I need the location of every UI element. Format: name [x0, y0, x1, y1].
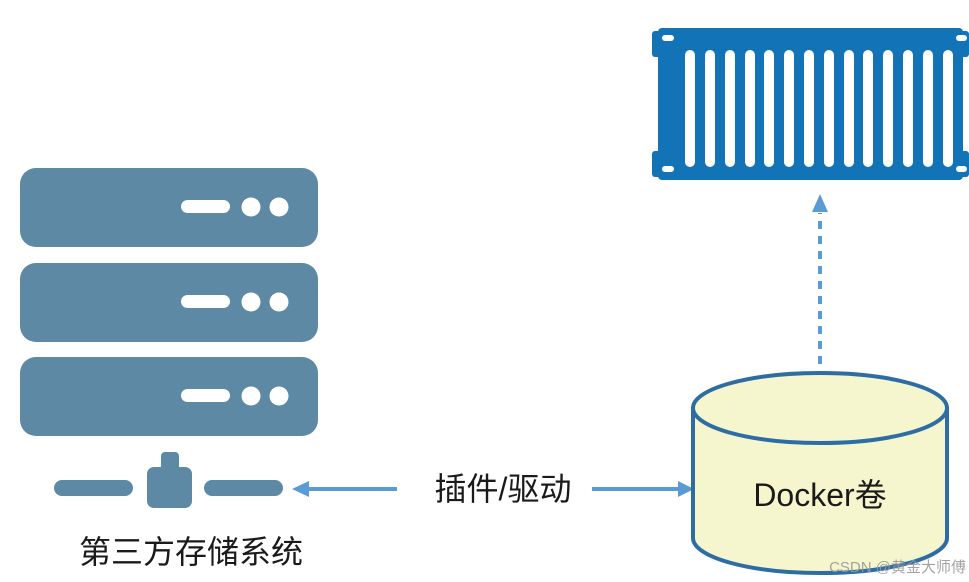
plugin-driver-label: 插件/驱动 [435, 471, 572, 507]
server-led [241, 292, 261, 312]
container-slat [923, 50, 933, 167]
container-slat [824, 50, 834, 167]
server-bar [20, 357, 318, 436]
container-slat [903, 50, 913, 167]
container-slat [863, 50, 873, 167]
cylinder-body [691, 406, 949, 575]
container-corner-hole [662, 166, 674, 172]
server-led [269, 292, 289, 312]
container-slat [784, 50, 794, 167]
arrowhead-left [292, 481, 309, 497]
server-led [241, 197, 261, 217]
container-slat [804, 50, 814, 167]
server-bar [20, 263, 318, 342]
server-slot-light [181, 200, 230, 213]
server-bar [20, 168, 318, 247]
container-slat [685, 50, 695, 167]
database-cylinder-icon: Docker卷 [691, 371, 949, 575]
docker-volume-label: Docker卷 [753, 477, 886, 513]
arrowhead-right [678, 481, 694, 497]
container-corner-hole [956, 35, 967, 41]
server-slot-light [181, 295, 230, 308]
container-slats [685, 50, 953, 167]
arrow-to-volume [592, 481, 694, 497]
container-corner-hole [956, 166, 967, 172]
container-slat [705, 50, 715, 167]
server-led [269, 197, 289, 217]
server-base [54, 452, 283, 508]
container-slat [844, 50, 854, 167]
dashed-arrow-volume-to-container [812, 194, 828, 364]
container-slat [883, 50, 893, 167]
arrowhead-up [812, 194, 828, 212]
container-slat [764, 50, 774, 167]
storage-system-label: 第三方存储系统 [79, 534, 303, 570]
container-slat [725, 50, 735, 167]
shipping-container-icon [652, 28, 969, 180]
server-led [269, 386, 289, 406]
arrow-to-storage [292, 481, 397, 497]
server-slot-light [181, 389, 230, 402]
server-led [241, 386, 261, 406]
cylinder-top [691, 371, 949, 445]
server-stack-icon [20, 168, 318, 508]
watermark: CSDN @黄金大师傅 [829, 559, 966, 576]
container-slat [745, 50, 755, 167]
container-slat [943, 50, 953, 167]
container-corner-hole [662, 35, 674, 41]
